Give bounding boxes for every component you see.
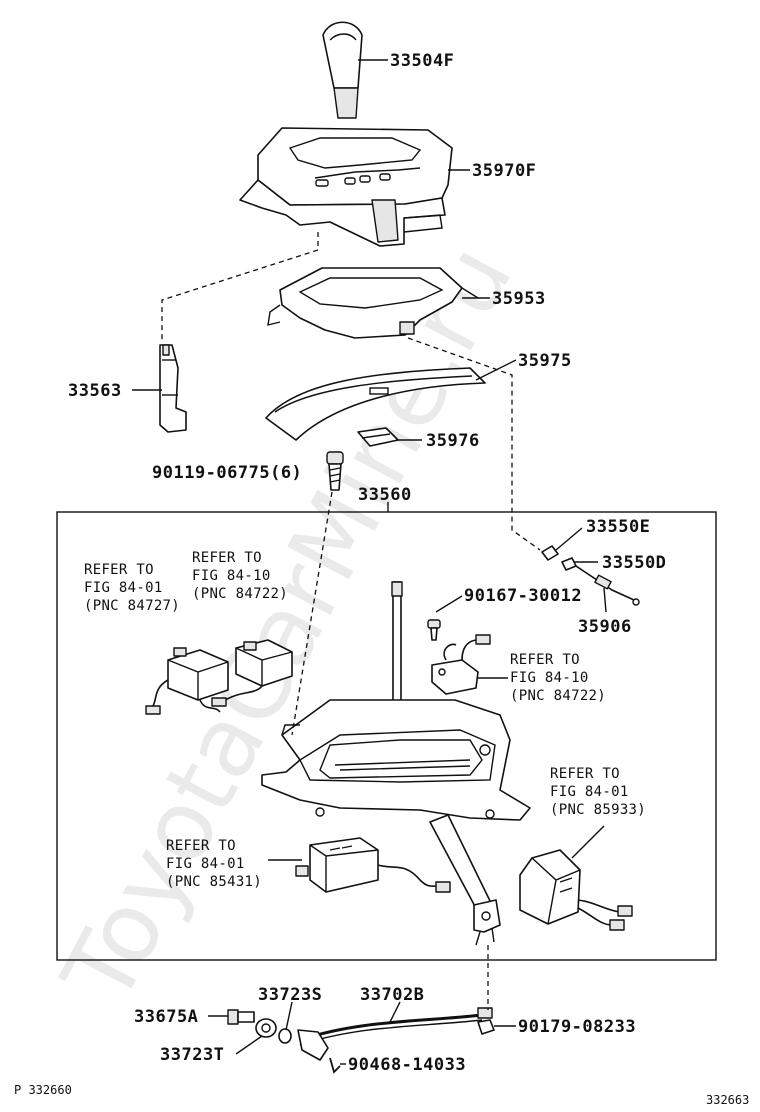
- svg-text:FIG 84-01: FIG 84-01: [550, 784, 629, 800]
- watermark-text: ToyotaCarMine.ru: [41, 228, 534, 1022]
- leader-33723T: [235, 1035, 263, 1055]
- part-number-label[interactable]: 33563: [68, 381, 122, 401]
- svg-text:FIG 84-10: FIG 84-10: [192, 568, 271, 584]
- assembly-group-label[interactable]: 33560: [358, 485, 412, 505]
- svg-text:(PNC 85933): (PNC 85933): [550, 802, 646, 818]
- part-number-label[interactable]: 35975: [518, 351, 572, 371]
- part-number-label[interactable]: 33550D: [602, 553, 666, 573]
- guide-housing-to-switch: [161, 232, 319, 342]
- leader-35975: [475, 359, 517, 381]
- part-number-label[interactable]: 35906: [578, 617, 632, 637]
- part-number-label[interactable]: 33723S: [258, 985, 322, 1005]
- part-number-label[interactable]: 90179-08233: [518, 1017, 636, 1037]
- transmission-cable[interactable]: [297, 1007, 493, 1061]
- reference-note[interactable]: REFER TO FIG 84-01 (PNC 85933): [550, 766, 646, 818]
- lock-solenoid[interactable]: [295, 837, 451, 893]
- svg-text:FIG 84-01: FIG 84-01: [84, 580, 163, 596]
- connector-switch-84727[interactable]: [145, 647, 229, 715]
- shift-knob[interactable]: [322, 21, 363, 119]
- shift-sensor[interactable]: [431, 634, 491, 695]
- part-number-label[interactable]: 33702B: [360, 985, 424, 1005]
- cable-pin[interactable]: [227, 1009, 255, 1025]
- leader-33550E: [555, 527, 583, 551]
- svg-text:(PNC 84722): (PNC 84722): [510, 688, 606, 704]
- bushing-33723T[interactable]: [255, 1018, 277, 1038]
- part-number-label[interactable]: 33504F: [390, 51, 454, 71]
- part-number-label[interactable]: 35953: [492, 289, 546, 309]
- footer-right-code: 332663: [706, 1093, 749, 1107]
- connector-switch-84722[interactable]: [211, 639, 293, 707]
- svg-text:(PNC 84722): (PNC 84722): [192, 586, 288, 602]
- part-number-label[interactable]: 33723T: [160, 1045, 224, 1065]
- svg-text:(PNC 84727): (PNC 84727): [84, 598, 180, 614]
- leader-85933: [571, 825, 605, 859]
- leader-90167: [435, 595, 463, 613]
- nut-90179[interactable]: [477, 1019, 495, 1035]
- part-number-label[interactable]: 33550E: [586, 517, 650, 537]
- part-number-label[interactable]: 90119-06775(6): [152, 463, 302, 483]
- shift-indicator-housing[interactable]: [239, 127, 453, 247]
- part-number-label[interactable]: 35976: [426, 431, 480, 451]
- leader-35906: [603, 587, 607, 613]
- lever-arm[interactable]: [429, 814, 501, 946]
- part-number-label[interactable]: 90167-30012: [464, 586, 582, 606]
- svg-text:REFER TO: REFER TO: [192, 550, 262, 566]
- part-number-label[interactable]: 35970F: [472, 161, 536, 181]
- reference-note[interactable]: REFER TO FIG 84-01 (PNC 84727): [84, 562, 180, 614]
- guide-plate-to-cable: [407, 337, 541, 551]
- shift-lock-computer[interactable]: [519, 849, 633, 931]
- position-switch[interactable]: [159, 344, 187, 433]
- washer-33723S[interactable]: [278, 1028, 292, 1044]
- reference-note[interactable]: REFER TO FIG 84-10 (PNC 84722): [192, 550, 288, 602]
- assembly-boundary: [56, 511, 717, 961]
- svg-text:FIG 84-01: FIG 84-01: [166, 856, 245, 872]
- part-number-label[interactable]: 90468-14033: [348, 1055, 466, 1075]
- mounting-bolt[interactable]: [326, 451, 344, 491]
- svg-text:REFER TO: REFER TO: [550, 766, 620, 782]
- indicator-plate[interactable]: [267, 267, 479, 339]
- part-number-label[interactable]: 33675A: [134, 1007, 198, 1027]
- svg-text:FIG 84-10: FIG 84-10: [510, 670, 589, 686]
- sensor-screw[interactable]: [427, 619, 441, 641]
- footer-left-code: P 332660: [14, 1083, 72, 1097]
- shift-lever-base[interactable]: [261, 699, 531, 821]
- svg-text:(PNC 85431): (PNC 85431): [166, 874, 262, 890]
- reference-note[interactable]: REFER TO FIG 84-10 (PNC 84722): [510, 652, 606, 704]
- reference-note[interactable]: REFER TO FIG 84-01 (PNC 85431): [166, 838, 262, 890]
- clip-90468[interactable]: [329, 1057, 341, 1074]
- lock-cable-end[interactable]: [541, 545, 640, 606]
- svg-text:REFER TO: REFER TO: [510, 652, 580, 668]
- leader-33723S: [285, 1001, 293, 1031]
- slide-cover[interactable]: [265, 367, 486, 441]
- svg-text:REFER TO: REFER TO: [84, 562, 154, 578]
- svg-text:REFER TO: REFER TO: [166, 838, 236, 854]
- leader-33702B: [389, 1001, 401, 1023]
